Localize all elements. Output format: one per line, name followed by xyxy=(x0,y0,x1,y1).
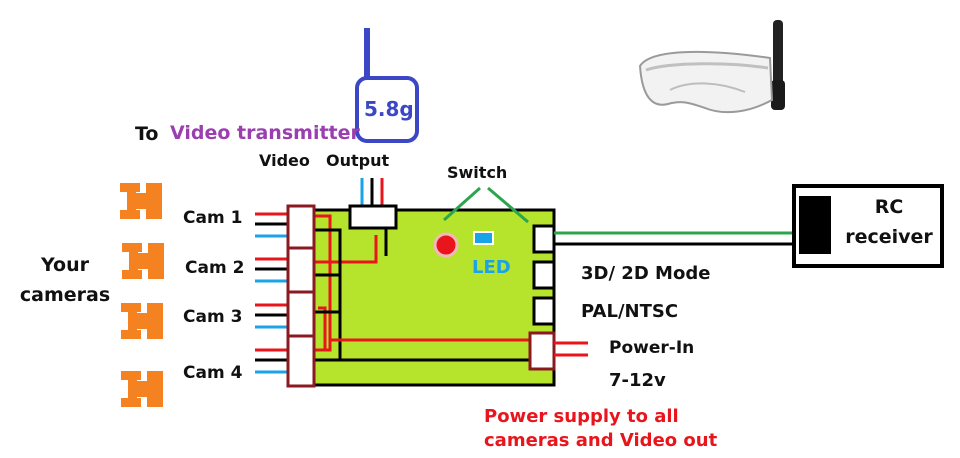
camera-2-icon xyxy=(122,243,164,279)
camera-icons xyxy=(120,183,164,407)
rc-wires xyxy=(554,231,794,246)
your-cameras-label: Your cameras xyxy=(10,250,120,310)
cam-1-label: Cam 1 xyxy=(183,208,243,228)
led-indicator xyxy=(473,231,494,245)
power-in-label: Power-In xyxy=(609,338,695,358)
your-cameras-line2: cameras xyxy=(19,284,111,306)
switch-button xyxy=(433,232,459,258)
video-output-connector xyxy=(348,204,398,230)
camera-wire-stubs xyxy=(255,212,288,374)
power-supply-note-line1: Power supply to all xyxy=(484,406,679,427)
output-label: Output xyxy=(326,151,390,170)
video-transmitter-label: Video transmitter xyxy=(170,122,360,144)
led-label: LED xyxy=(472,257,511,278)
your-cameras-line1: Your xyxy=(41,254,89,276)
board-internal-wires xyxy=(313,214,530,362)
power-supply-note: Power supply to all cameras and Video ou… xyxy=(484,405,717,453)
right-port-connectors xyxy=(532,224,556,326)
camera-1-icon xyxy=(120,183,162,219)
camera-connector xyxy=(286,204,316,388)
cam-2-label: Cam 2 xyxy=(185,258,245,278)
to-prefix-label: To xyxy=(135,123,159,145)
camera-3-icon xyxy=(121,303,163,339)
video-goggles-icon xyxy=(638,20,785,114)
switch-leader-lines xyxy=(443,186,529,224)
video-label: Video xyxy=(259,151,310,170)
rc-receiver-plug xyxy=(799,196,831,254)
rc-receiver-label: RC receiver xyxy=(836,192,942,252)
power-supply-note-line2: cameras and Video out xyxy=(484,430,718,451)
switch-label: Switch xyxy=(447,163,508,182)
cam-4-label: Cam 4 xyxy=(183,363,243,383)
mode-port-label: 3D/ 2D Mode xyxy=(581,263,711,284)
camera-4-icon xyxy=(121,371,163,407)
power-in-wires xyxy=(554,341,588,357)
rc-label-line2: receiver xyxy=(845,226,933,248)
transmitter-band-label: 5.8g xyxy=(364,97,414,121)
video-output-wires xyxy=(360,178,384,206)
cam-3-label: Cam 3 xyxy=(183,307,243,327)
transmitter-box xyxy=(355,76,419,143)
video-standard-port-label: PAL/NTSC xyxy=(581,301,679,322)
rc-label-line1: RC xyxy=(874,196,904,218)
power-in-connector xyxy=(528,331,556,371)
voltage-label: 7-12v xyxy=(609,370,666,391)
